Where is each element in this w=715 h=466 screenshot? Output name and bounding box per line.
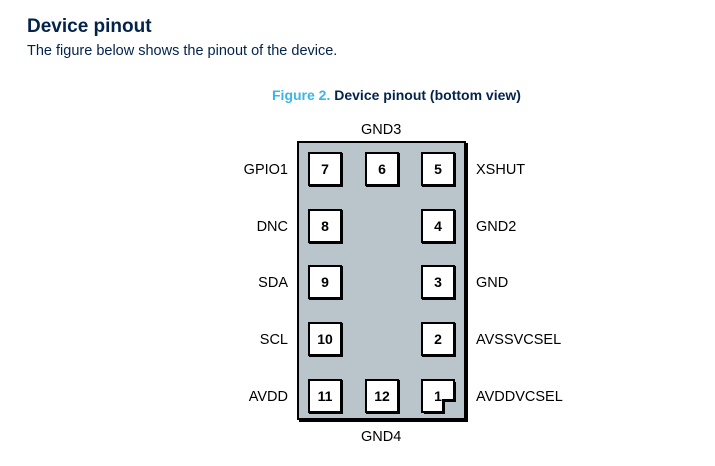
pad-2[interactable]: 2: [421, 322, 455, 356]
label-right-5: AVDDVCSEL: [476, 389, 563, 405]
pad-11[interactable]: 11: [308, 379, 342, 413]
label-left-1: GPIO1: [243, 162, 288, 178]
pad-5[interactable]: 5: [421, 152, 455, 186]
figure-title: Device pinout (bottom view): [334, 87, 521, 103]
label-left-4: SCL: [259, 332, 288, 348]
pad-1-notched-outline: [421, 379, 456, 414]
pad-10[interactable]: 10: [308, 322, 342, 356]
pad-1[interactable]: 1: [421, 379, 457, 415]
pad-9[interactable]: 9: [308, 265, 342, 299]
label-left-2: DNC: [256, 219, 288, 235]
pad-8[interactable]: 8: [308, 209, 342, 243]
intro-text: The figure below shows the pinout of the…: [27, 43, 338, 59]
label-right-4: AVSSVCSEL: [476, 332, 562, 348]
label-right-1: XSHUT: [476, 162, 526, 178]
pad-4[interactable]: 4: [421, 209, 455, 243]
label-left-3: SDA: [258, 275, 288, 291]
label-left-5: AVDD: [248, 389, 288, 405]
pad-7[interactable]: 7: [308, 152, 342, 186]
label-top: GND3: [361, 122, 402, 138]
label-bottom: GND4: [361, 429, 402, 445]
pad-3[interactable]: 3: [421, 265, 455, 299]
pad-12[interactable]: 12: [365, 379, 399, 413]
label-right-2: GND2: [476, 219, 517, 235]
pad-1-number: 1: [434, 388, 442, 404]
pad-6[interactable]: 6: [365, 152, 399, 186]
label-right-3: GND: [476, 275, 509, 291]
figure-caption: Figure 2. Device pinout (bottom view): [272, 86, 521, 104]
figure-number: Figure 2.: [272, 87, 331, 103]
section-title: Device pinout: [27, 16, 152, 37]
